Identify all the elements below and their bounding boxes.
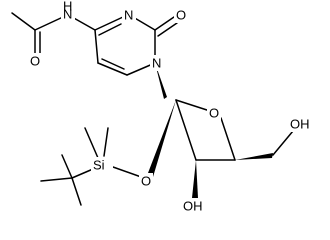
atom-label-si: Si xyxy=(93,158,105,173)
bond-c4-n3 xyxy=(94,16,124,31)
bond-c6-c5-double xyxy=(101,58,125,70)
bond-c3-c2 xyxy=(175,99,197,161)
atom-label-n1: N xyxy=(152,56,161,71)
bond-c3-o3-wedge xyxy=(192,160,198,198)
silyl-ether-o-bg xyxy=(139,173,153,189)
amide-n-bg xyxy=(61,6,75,22)
bond-c1-o4 xyxy=(175,99,211,112)
n1-bg xyxy=(150,55,164,71)
n3-bg xyxy=(122,7,136,23)
atom-label-n3: N xyxy=(124,8,133,23)
si-bg xyxy=(91,157,113,173)
bond-si-methyl-b xyxy=(103,127,109,157)
bond-c2-o2-wedge xyxy=(148,100,176,177)
atom-label-hydroxymethyl-oh: OH xyxy=(290,117,310,132)
atom-label-ring-carbonyl-o: O xyxy=(176,8,186,23)
bond-o2-si xyxy=(112,166,145,179)
atom-label-amide-h: H xyxy=(63,0,72,14)
atom-label-amide-n: N xyxy=(63,7,72,22)
bond-c4-n3-double xyxy=(98,23,122,36)
bond-c2-o xyxy=(154,16,175,31)
bond-si-methyl-a xyxy=(84,127,99,159)
bond-carbonyl-amide-n xyxy=(34,16,64,31)
bond-tert-methyl-top xyxy=(61,154,73,179)
atom-label-layer: N H N O N O O OH OH Si O xyxy=(28,0,314,214)
bond-o4-c4 xyxy=(220,117,236,161)
bond-methyl-carbonyl xyxy=(11,12,36,31)
bond-c5-c4 xyxy=(94,29,99,64)
atom-label-silyl-ether-o: O xyxy=(141,174,151,189)
bond-c4-c5-wedge xyxy=(235,153,273,160)
bond-tert-methyl-bottom xyxy=(71,177,82,206)
furanose-o-bg xyxy=(207,105,221,121)
atom-label-hydroxyl-3-oh: OH xyxy=(183,199,203,214)
bond-c5-o5 xyxy=(272,130,294,156)
bond-n3-c2 xyxy=(132,16,156,31)
atom-label-acetyl-o: O xyxy=(30,54,40,69)
acetyl-o-bg xyxy=(28,53,42,69)
bond-tert-methyl-left xyxy=(40,177,73,182)
molecule-structure: N H N O N O O OH OH Si O xyxy=(11,0,314,214)
bond-c6-c5 xyxy=(97,62,128,76)
bond-c2-o-double xyxy=(157,22,178,37)
bond-amide-n-c4 xyxy=(71,16,96,31)
ring-carbonyl-o-bg xyxy=(174,7,188,23)
hydroxymethyl-oh-bg xyxy=(288,116,314,132)
bond-n1-c1-wedge xyxy=(155,63,167,99)
bond-si-tert-carbon xyxy=(71,168,94,179)
atom-label-furanose-o: O xyxy=(209,106,219,121)
hydroxyl-3-oh-bg xyxy=(181,198,207,214)
